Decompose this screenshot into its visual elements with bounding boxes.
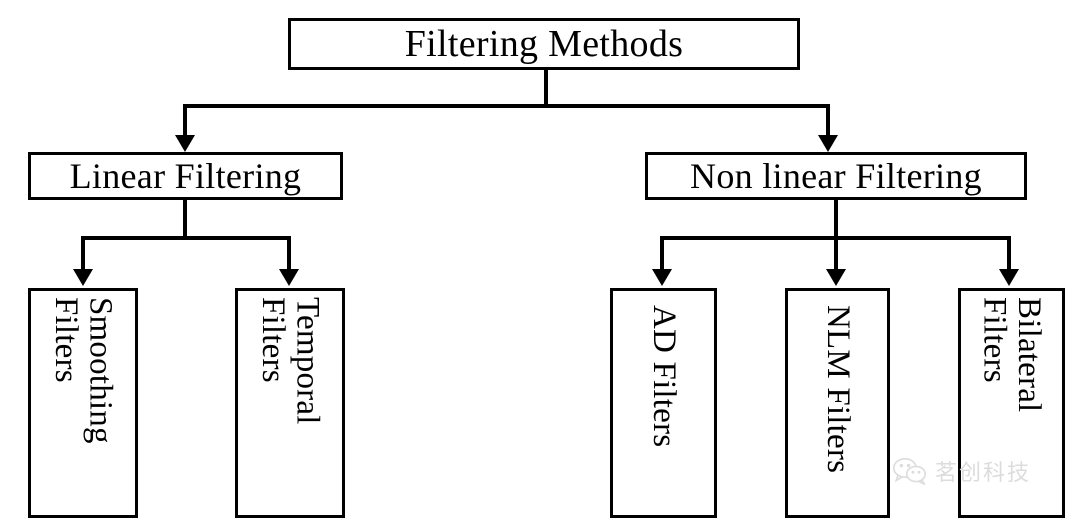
node-non-linear-filtering: Non linear Filtering: [645, 152, 1027, 200]
node-ad-filters: AD Filters: [610, 288, 717, 518]
node-nlm-filters: NLM Filters: [785, 288, 890, 518]
wechat-icon: [893, 457, 927, 485]
connector-to-ad: [660, 236, 664, 270]
arrowhead-to-linear: [175, 135, 195, 152]
vertical-label-wrap-ad: AD Filters: [613, 291, 714, 515]
connector-to-nonlinear: [826, 104, 830, 136]
connector-to-smoothing: [81, 236, 85, 270]
vertical-label-wrap-temporal: Temporal Filters: [238, 291, 342, 515]
connector-to-bilateral: [1007, 236, 1011, 270]
node-bilateral-filters: Bilateral Filters: [958, 288, 1065, 518]
connector-linear-stem: [183, 200, 187, 236]
arrowhead-to-temporal: [279, 269, 299, 286]
node-temporal-filters: Temporal Filters: [235, 288, 345, 518]
vertical-label-wrap-smoothing: Smoothing Filters: [31, 291, 135, 515]
connector-root-stem: [544, 70, 548, 104]
node-label-non-linear-filtering: Non linear Filtering: [690, 156, 982, 196]
arrowhead-to-ad: [652, 269, 672, 286]
vertical-label-wrap-nlm: NLM Filters: [788, 291, 887, 515]
node-label-root: Filtering Methods: [404, 23, 684, 65]
node-label-temporal-filters: Temporal Filters: [255, 297, 326, 425]
connector-to-nlm: [834, 236, 838, 270]
node-smoothing-filters: Smoothing Filters: [28, 288, 138, 518]
connector-nonlinear-stem: [834, 200, 838, 236]
node-label-smoothing-filters: Smoothing Filters: [48, 297, 119, 444]
arrowhead-to-nlm: [826, 269, 846, 286]
connector-root-bus: [183, 104, 830, 108]
node-linear-filtering: Linear Filtering: [28, 152, 343, 200]
connector-to-linear: [183, 104, 187, 136]
arrowhead-to-smoothing: [73, 269, 93, 286]
node-label-bilateral-filters: Bilateral Filters: [976, 297, 1048, 413]
node-label-linear-filtering: Linear Filtering: [69, 156, 302, 196]
connector-to-temporal: [287, 236, 291, 270]
node-filtering-methods: Filtering Methods: [288, 18, 800, 70]
connector-linear-bus: [81, 236, 291, 240]
arrowhead-to-nonlinear: [818, 135, 838, 152]
node-label-nlm-filters: NLM Filters: [819, 305, 856, 474]
arrowhead-to-bilateral: [999, 269, 1019, 286]
node-label-ad-filters: AD Filters: [645, 305, 682, 448]
vertical-label-wrap-bilateral: Bilateral Filters: [961, 291, 1062, 515]
